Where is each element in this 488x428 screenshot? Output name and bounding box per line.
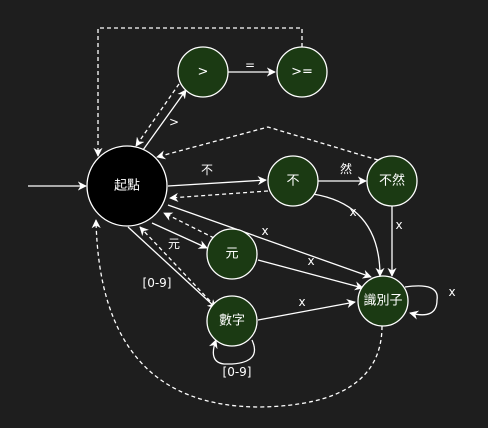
edge-labels: = > 不 然 x x x 元 x [0-9] x x [0-9] xyxy=(143,58,456,379)
edge-start-to-yuan xyxy=(151,222,208,249)
edge-label-shuzi-loop: [0-9] xyxy=(223,365,252,379)
node-bu xyxy=(267,155,319,207)
node-gte-label: >= xyxy=(291,65,313,80)
node-identifier-label: 識別子 xyxy=(363,294,402,309)
edge-yuan-to-start-dashed xyxy=(163,212,215,239)
edge-label-shuzi-to-identifier: x xyxy=(298,295,305,309)
edge-label-gt-to-gte: = xyxy=(245,58,255,72)
edge-label-start-to-shuzi: [0-9] xyxy=(143,276,172,290)
node-gte xyxy=(276,46,328,98)
node-shuzi-label: 數字 xyxy=(219,314,245,329)
edge-label-buran-to-identifier: x xyxy=(395,218,402,232)
edge-label-identifier-loop: x xyxy=(448,285,455,299)
node-labels: 起點 > >= 不 不然 元 數字 識別子 xyxy=(114,65,405,329)
edges xyxy=(28,27,438,408)
edge-label-bu-to-buran: 然 xyxy=(340,161,352,176)
node-buran xyxy=(366,155,418,207)
nodes xyxy=(86,46,418,347)
node-bu-label: 不 xyxy=(286,174,299,189)
edge-yuan-to-identifier xyxy=(257,259,364,291)
edge-start-to-gt xyxy=(142,89,187,151)
node-identifier xyxy=(357,275,409,327)
edge-shuzi-to-start-dashed xyxy=(139,226,211,302)
edge-label-start-to-yuan: 元 xyxy=(168,237,180,251)
edge-label-start-to-bu: 不 xyxy=(201,163,213,177)
edge-label-bu-to-identifier: x xyxy=(349,205,356,219)
edge-gt-to-start-dashed xyxy=(135,83,180,147)
edge-bu-to-start-dashed xyxy=(169,190,269,202)
edge-identifier-to-start-dashed xyxy=(91,219,383,408)
edge-identifier-loop xyxy=(404,285,438,320)
edge-label-start-to-gt: > xyxy=(169,115,179,129)
edge-label-yuan-to-identifier: x xyxy=(307,254,314,268)
edge-shuzi-loop xyxy=(208,339,256,365)
edge-gte-to-start-dashed xyxy=(93,27,303,157)
node-buran-label: 不然 xyxy=(379,173,405,189)
node-yuan-label: 元 xyxy=(225,247,238,262)
edge-bu-to-identifier xyxy=(312,193,385,277)
node-yuan xyxy=(206,228,258,280)
node-start xyxy=(86,145,168,227)
edge-start-to-shuzi xyxy=(127,226,217,309)
node-shuzi xyxy=(206,295,258,347)
edge-buran-to-start-dashed xyxy=(156,126,379,161)
edge-start-to-identifier xyxy=(167,204,372,279)
node-gt-label: > xyxy=(198,65,209,80)
edge-shuzi-to-identifier xyxy=(257,299,356,321)
node-gt xyxy=(177,46,229,98)
edge-label-start-to-identifier: x xyxy=(261,224,268,238)
edge-start-to-bu xyxy=(167,175,267,187)
node-start-label: 起點 xyxy=(114,179,140,194)
